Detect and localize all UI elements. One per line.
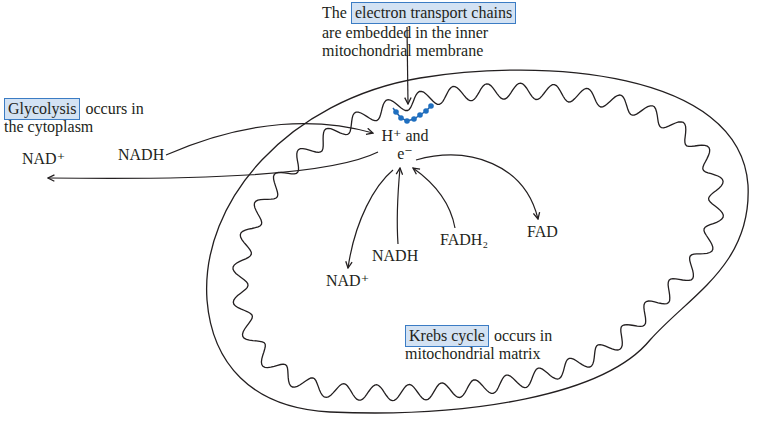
molecule-label: NAD⁺ bbox=[22, 150, 65, 168]
molecule-label: NADH bbox=[118, 146, 164, 164]
highlighted-term: Glycolysis bbox=[4, 98, 80, 120]
reaction-arrow bbox=[397, 168, 400, 244]
highlighted-term: Krebs cycle bbox=[405, 325, 489, 347]
reaction-arrows bbox=[48, 27, 538, 268]
inner-membrane-cristae bbox=[233, 83, 723, 401]
molecule-label: H⁺ and e⁻ bbox=[376, 127, 434, 163]
molecule-label: NADH bbox=[372, 247, 418, 265]
molecule-label: FAD bbox=[527, 223, 558, 241]
molecule-label: FADH₂ bbox=[440, 231, 488, 249]
annotation-text: occurs in the cytoplasm bbox=[4, 100, 155, 136]
highlighted-term: electron transport chains bbox=[351, 2, 516, 24]
annotation-text: The bbox=[322, 4, 347, 22]
reaction-arrow bbox=[416, 155, 538, 219]
reaction-arrow bbox=[413, 168, 455, 228]
reaction-arrow bbox=[48, 152, 378, 178]
reaction-arrow bbox=[166, 124, 373, 155]
annotation-text: occurs in mitochondrial matrix bbox=[405, 327, 564, 363]
outer-membrane bbox=[207, 70, 749, 413]
annotation-text: are embedded in the inner mitochondrial … bbox=[322, 24, 522, 60]
electron-transport-chain bbox=[393, 103, 434, 124]
molecule-label: NAD⁺ bbox=[326, 272, 369, 290]
